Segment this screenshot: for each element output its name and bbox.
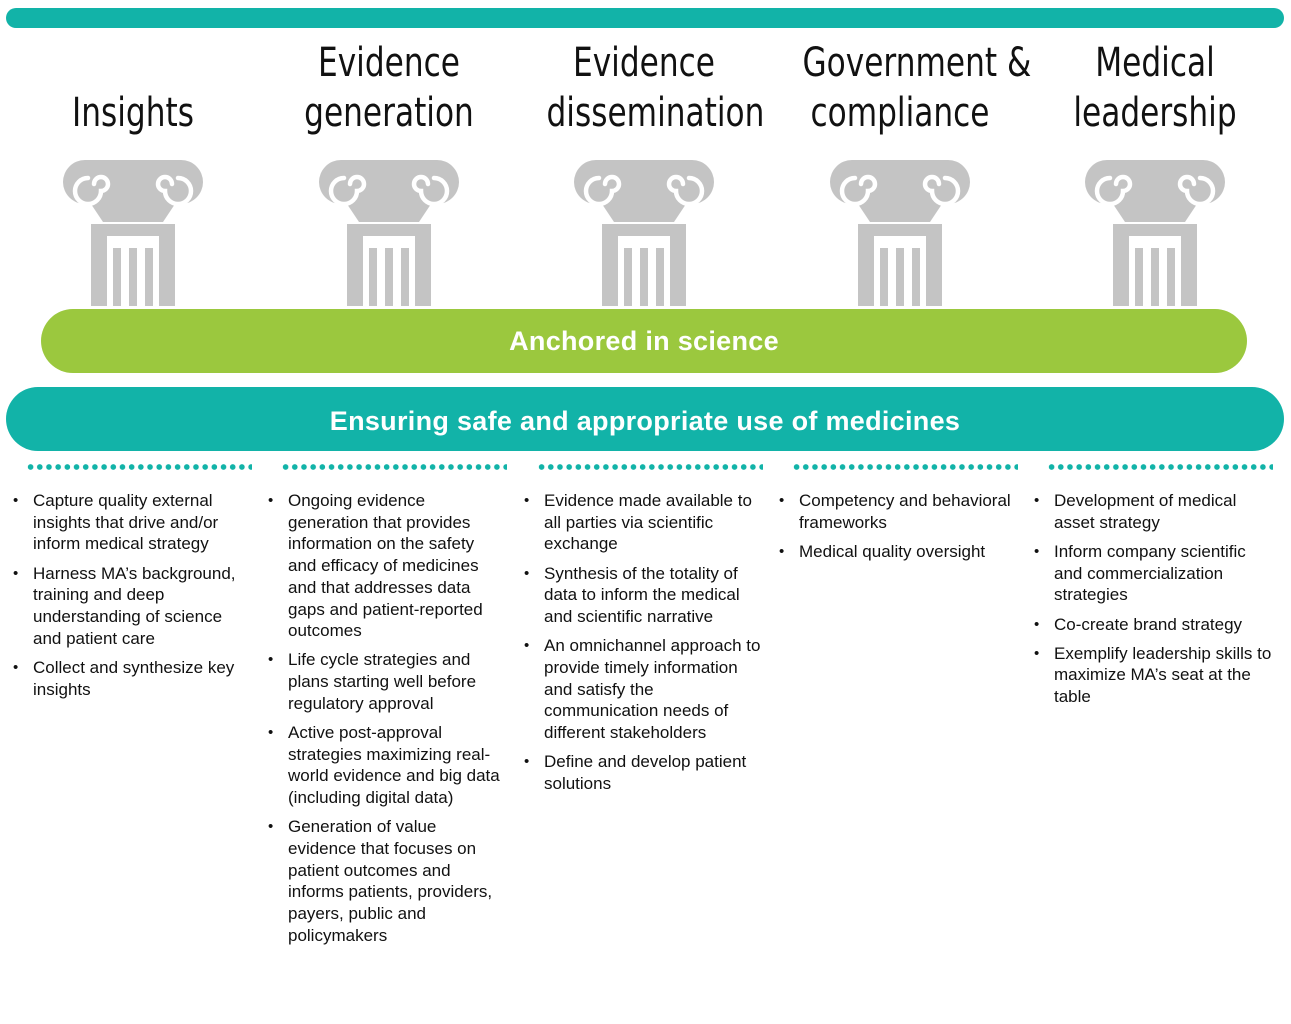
pillar-title-line: dissemination: [546, 90, 765, 136]
anchored-in-science-bar: Anchored in science: [41, 309, 1247, 373]
pillar-title-line: Evidence: [318, 40, 460, 86]
list-item: Co-create brand strategy: [1027, 614, 1273, 636]
top-banner-bar: [6, 8, 1284, 28]
pillar-insights: Insights: [8, 36, 258, 306]
pillar-column-icon: [63, 160, 203, 306]
list-item: Define and develop patient solutions: [517, 751, 763, 794]
list-item: Competency and behavioral frameworks: [772, 490, 1018, 533]
bullet-list: Ongoing evidence generation that provide…: [261, 490, 507, 947]
list-item: Exemplify leadership skills to maximize …: [1027, 643, 1273, 708]
pillar-title-line: Evidence: [573, 40, 715, 86]
pillar-title: Evidence dissemination: [546, 38, 765, 138]
pillar-evidence-dissemination: Evidence dissemination: [519, 36, 769, 306]
pillar-evidence-generation: Evidence generation: [264, 36, 514, 306]
list-item: Capture quality external insights that d…: [6, 490, 252, 555]
bullet-list: Competency and behavioral frameworks Med…: [772, 490, 1018, 563]
dotted-divider: [281, 462, 507, 472]
pillar-title-line: leadership: [1073, 90, 1237, 136]
pillar-title: Evidence generation: [292, 38, 487, 138]
pillar-title-line: Medical: [1095, 40, 1215, 86]
list-item: Medical quality oversight: [772, 541, 1018, 563]
list-item: Life cycle strategies and plans starting…: [261, 649, 507, 714]
column-medical-leadership-details: Development of medical asset strategy In…: [1027, 462, 1273, 715]
pillar-title: Medical leadership: [1058, 38, 1253, 138]
column-evidence-dissemination-details: Evidence made available to all parties v…: [517, 462, 763, 802]
dotted-divider: [537, 462, 763, 472]
list-item: Inform company scientific and commercial…: [1027, 541, 1273, 606]
dotted-divider: [26, 462, 252, 472]
pillar-title: Insights: [36, 88, 231, 138]
list-item: Evidence made available to all parties v…: [517, 490, 763, 555]
pillar-government-compliance: Government & compliance: [775, 36, 1032, 306]
column-government-compliance-details: Competency and behavioral frameworks Med…: [772, 462, 1018, 570]
column-insights-details: Capture quality external insights that d…: [6, 462, 252, 708]
list-item: Collect and synthesize key insights: [6, 657, 252, 700]
pillar-column-icon: [574, 160, 714, 306]
list-item: Development of medical asset strategy: [1027, 490, 1273, 533]
ensuring-safe-use-bar: Ensuring safe and appropriate use of med…: [6, 387, 1284, 451]
pillar-title-line: Insights: [72, 90, 194, 136]
list-item: Generation of value evidence that focuse…: [261, 816, 507, 946]
pillar-column-icon: [1085, 160, 1225, 306]
pillar-title-line: Government &: [802, 40, 1032, 86]
pillar-title: Government & compliance: [802, 38, 1032, 138]
dotted-divider: [1047, 462, 1273, 472]
column-evidence-generation-details: Ongoing evidence generation that provide…: [261, 462, 507, 954]
pillar-title-line: generation: [304, 90, 474, 136]
list-item: Active post-approval strategies maximizi…: [261, 722, 507, 809]
dotted-divider: [792, 462, 1018, 472]
list-item: An omnichannel approach to provide timel…: [517, 635, 763, 744]
list-item: Harness MA’s background, training and de…: [6, 563, 252, 650]
list-item: Synthesis of the totality of data to inf…: [517, 563, 763, 628]
pillar-title-line: compliance: [810, 90, 990, 136]
pillar-column-icon: [830, 160, 970, 306]
pillar-medical-leadership: Medical leadership: [1030, 36, 1280, 306]
bullet-list: Evidence made available to all parties v…: [517, 490, 763, 795]
pillar-column-icon: [319, 160, 459, 306]
list-item: Ongoing evidence generation that provide…: [261, 490, 507, 642]
bullet-list: Development of medical asset strategy In…: [1027, 490, 1273, 708]
bullet-list: Capture quality external insights that d…: [6, 490, 252, 700]
